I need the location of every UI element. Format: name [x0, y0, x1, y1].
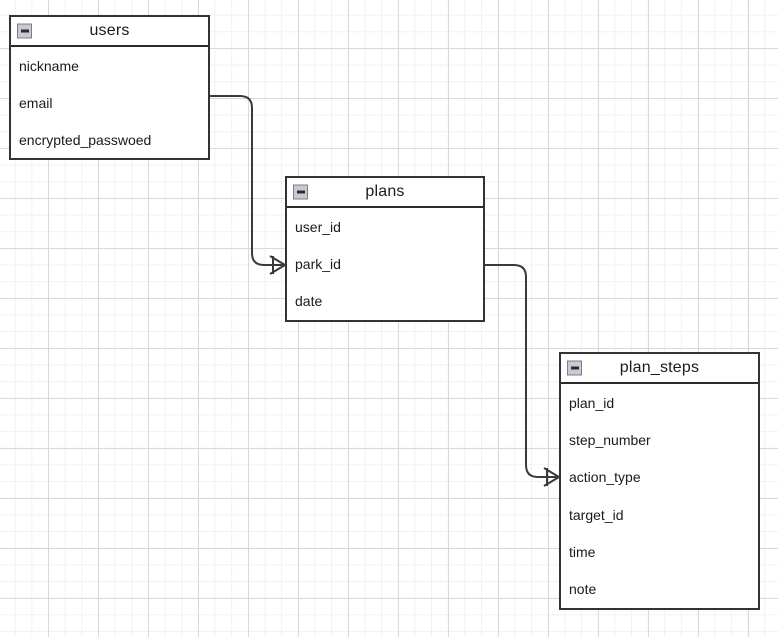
entity-field[interactable]: plan_id [569, 394, 615, 411]
entity-field[interactable]: park_id [295, 255, 341, 272]
crows-foot-plans-park-id [269, 255, 286, 275]
entity-title: plans [365, 183, 405, 200]
entity-table-users[interactable]: users nickname email encrypted_passwoed [9, 15, 210, 160]
minus-box-icon[interactable] [567, 360, 582, 376]
entity-title: plan_steps [619, 359, 700, 376]
entity-header-users: users [11, 17, 208, 47]
minus-box-icon[interactable] [293, 184, 308, 200]
entity-field[interactable]: time [569, 543, 596, 560]
entity-field[interactable]: note [569, 581, 597, 598]
entity-field[interactable]: step_number [569, 431, 651, 448]
entity-field[interactable]: nickname [19, 57, 79, 74]
entity-field[interactable]: date [295, 293, 323, 310]
entity-header-plan-steps: plan_steps [561, 354, 758, 384]
crows-foot-plan-steps-action-type [543, 467, 560, 487]
entity-header-plans: plans [287, 178, 483, 208]
entity-table-plans[interactable]: plans user_id park_id date [285, 176, 485, 322]
entity-title: users [89, 22, 130, 39]
minus-box-icon[interactable] [17, 23, 32, 39]
entity-table-plan-steps[interactable]: plan_steps plan_id step_number action_ty… [559, 352, 760, 610]
entity-field[interactable]: user_id [295, 218, 341, 235]
connector-plans-to-plan-steps [485, 264, 559, 478]
entity-field-list: plan_id step_number action_type target_i… [561, 384, 758, 608]
entity-field[interactable]: action_type [569, 469, 641, 486]
entity-field[interactable]: email [19, 94, 53, 111]
entity-field-list: nickname email encrypted_passwoed [11, 47, 208, 158]
entity-field-list: user_id park_id date [287, 208, 483, 320]
connector-users-to-plans [210, 95, 285, 266]
entity-field[interactable]: encrypted_passwoed [19, 131, 152, 148]
entity-field[interactable]: target_id [569, 506, 624, 523]
